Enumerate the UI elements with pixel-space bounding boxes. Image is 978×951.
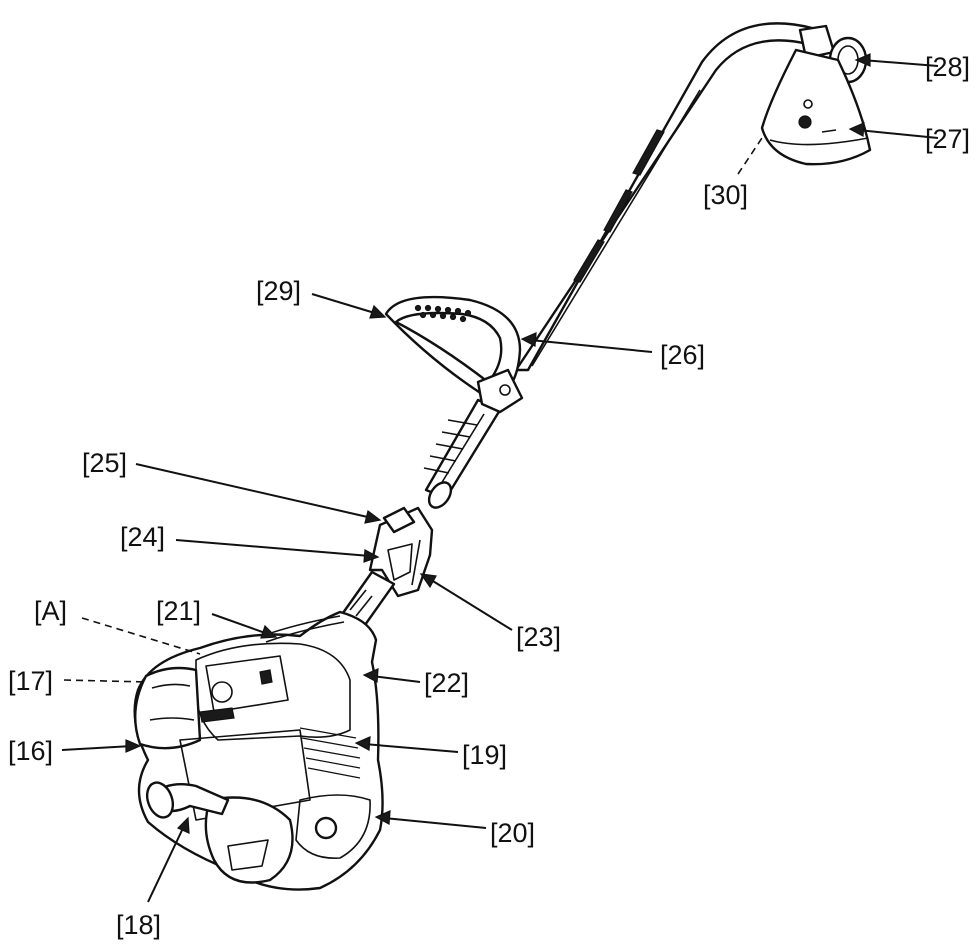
lower-shaft (423, 398, 502, 509)
callout-29: [29] (256, 276, 301, 306)
leader-29 (311, 293, 379, 315)
callout-labels: [28] [27] [30] [29] [26] [25] [24] [23] … (8, 52, 970, 940)
callout-17: [17] (8, 666, 53, 696)
leader-16 (61, 745, 133, 751)
leader-21 (211, 613, 269, 635)
callout-23: [23] (516, 622, 561, 652)
callout-22: [22] (424, 668, 469, 698)
leader-27 (857, 129, 939, 139)
callout-21: [21] (156, 596, 201, 626)
callout-19: [19] (462, 740, 507, 770)
leader-22 (371, 675, 421, 683)
leader-18 (147, 825, 185, 903)
leader-24 (175, 539, 371, 557)
callout-24: [24] (120, 522, 165, 552)
callout-26: [26] (660, 340, 705, 370)
leader-30 (737, 137, 763, 175)
leader-lines (61, 53, 939, 903)
callout-30: [30] (703, 180, 748, 210)
loop-handle (384, 295, 524, 414)
leader-28 (861, 59, 939, 67)
engine (133, 610, 384, 891)
leader-17 (63, 679, 149, 683)
trimmer-illustration (133, 22, 872, 891)
callout-A: [A] (34, 596, 67, 626)
callout-28: [28] (925, 52, 970, 82)
callout-20: [20] (490, 818, 535, 848)
callout-25: [25] (82, 448, 127, 478)
callout-18: [18] (116, 910, 161, 940)
callout-16: [16] (8, 736, 53, 766)
leader-23 (427, 577, 513, 631)
cutting-head-guard (760, 24, 872, 166)
callout-27: [27] (925, 124, 970, 154)
shaft (514, 22, 814, 372)
throttle-housing (336, 506, 434, 634)
leader-26 (529, 339, 653, 353)
leader-A (81, 617, 201, 655)
leader-25 (135, 463, 373, 519)
leader-19 (363, 743, 459, 753)
leader-20 (383, 817, 487, 829)
